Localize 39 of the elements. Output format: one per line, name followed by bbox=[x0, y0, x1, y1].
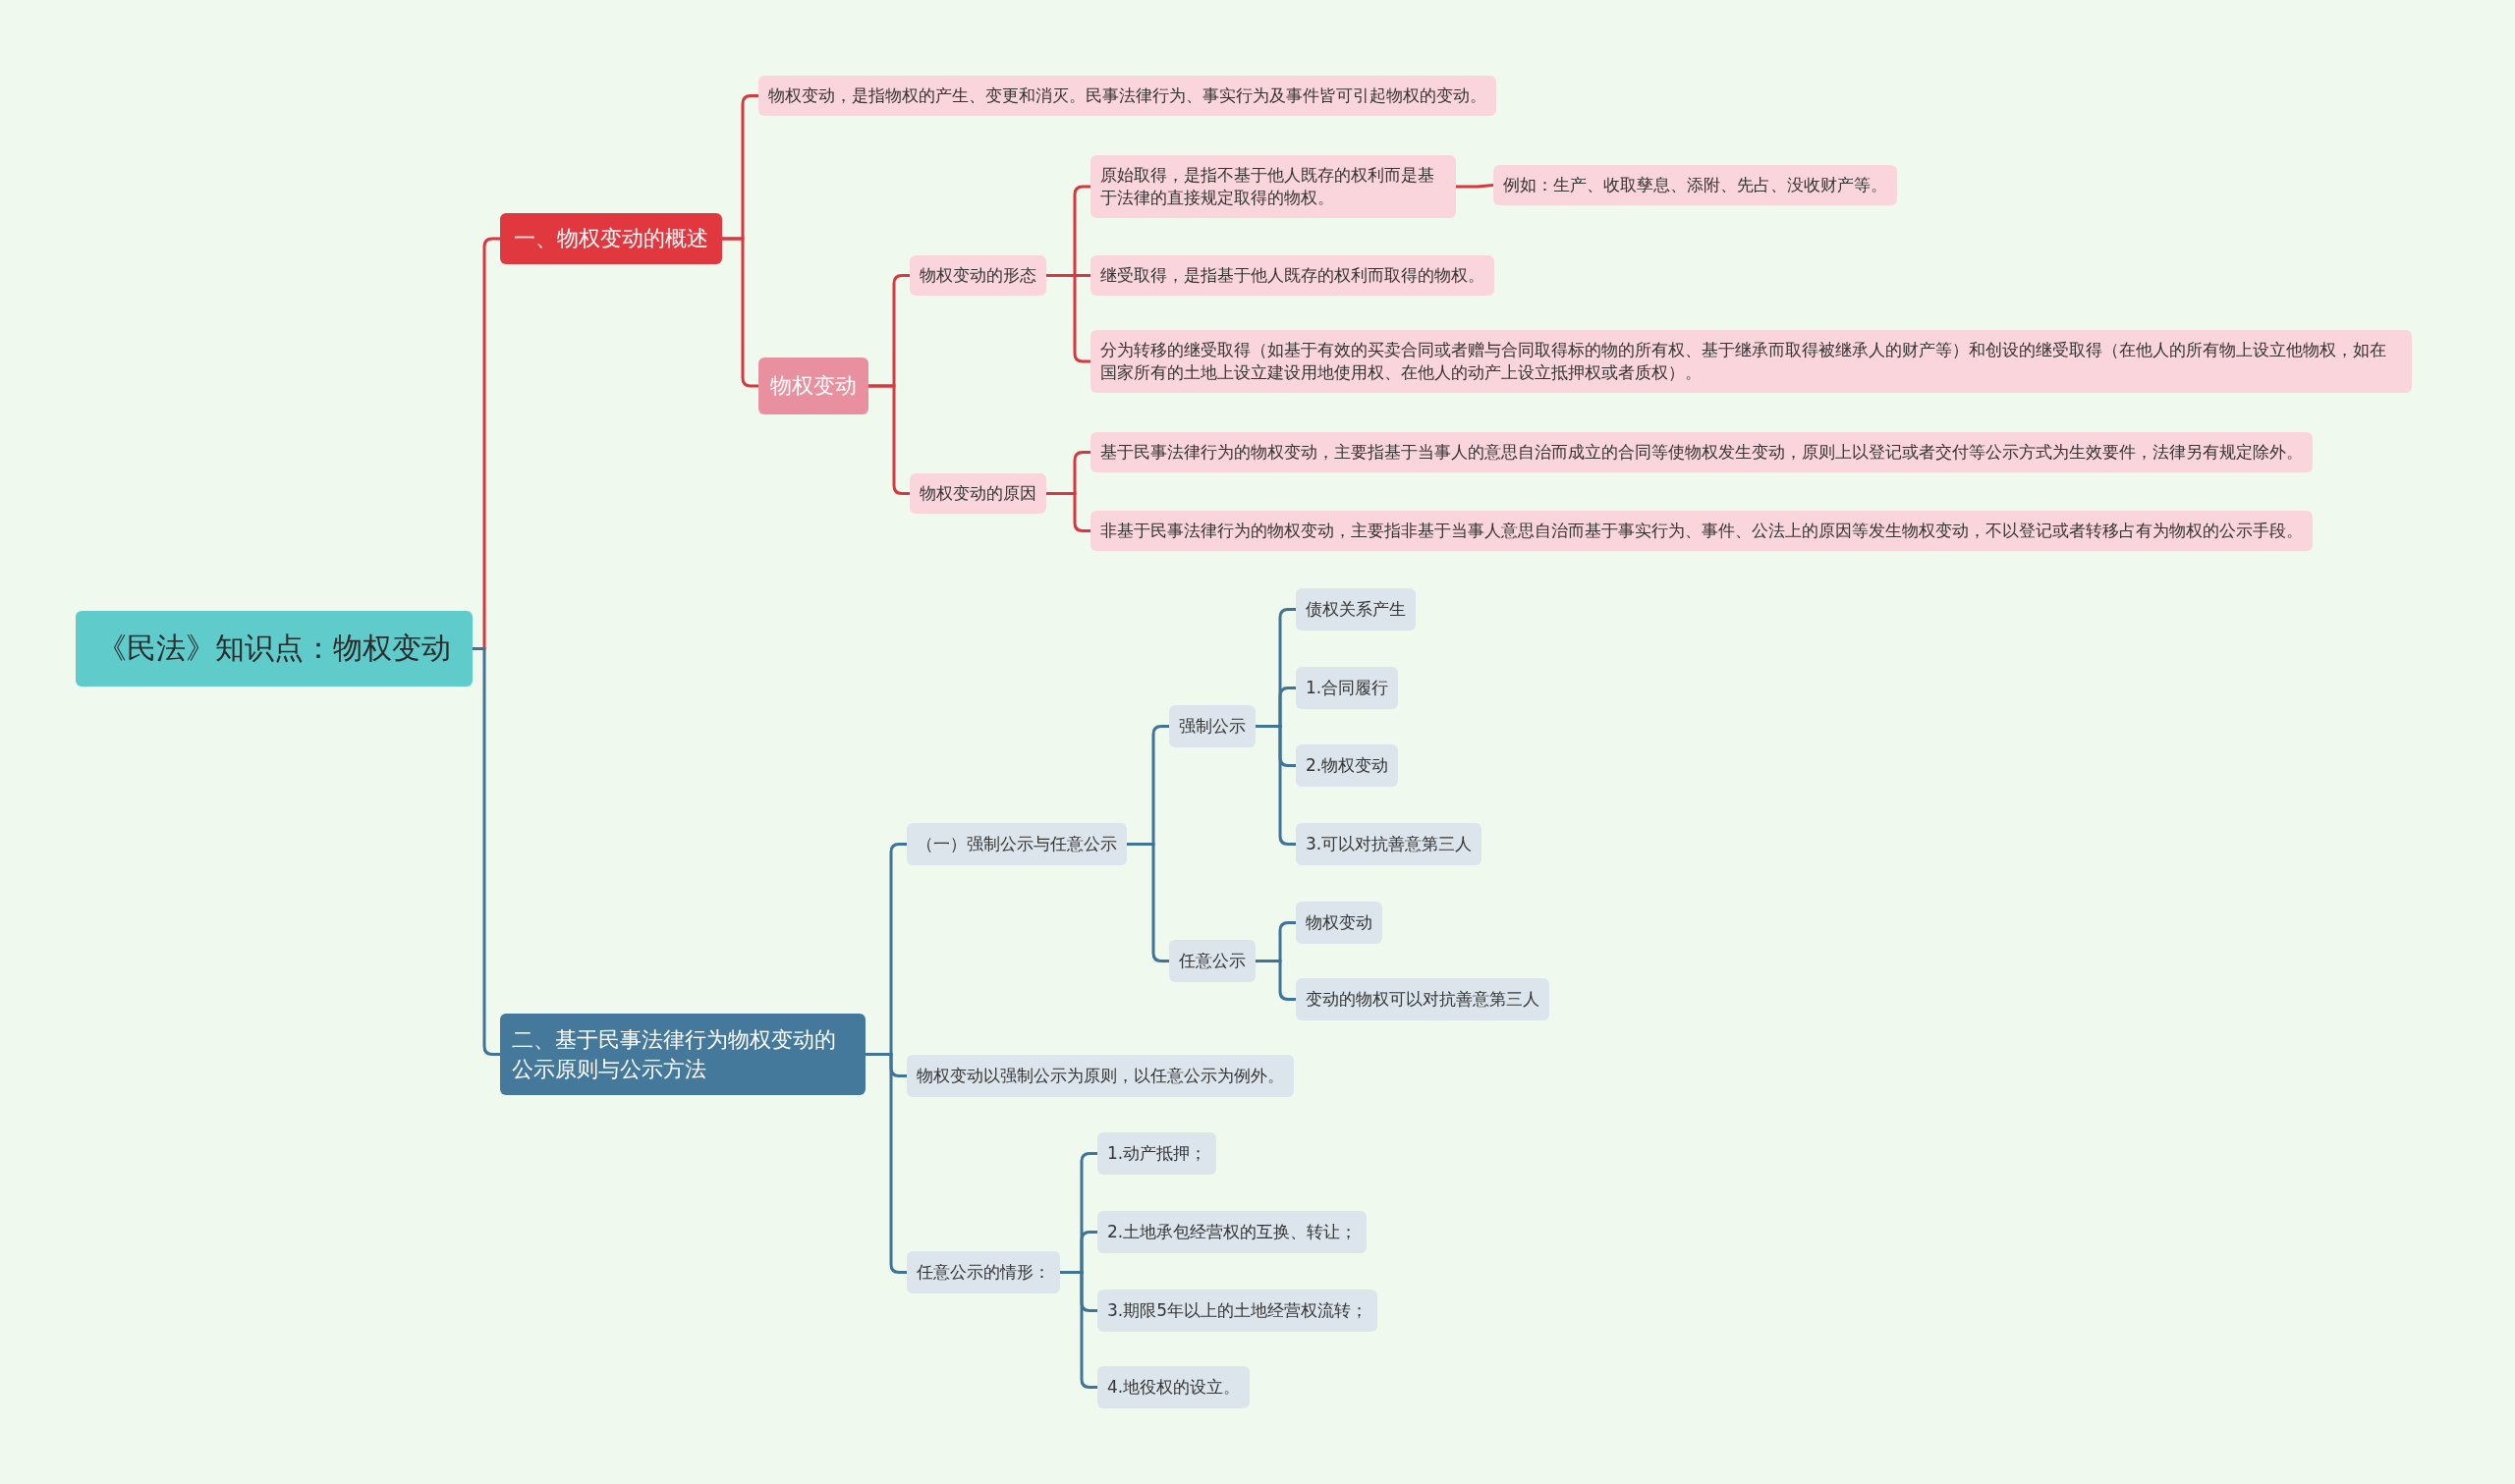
main-topic: 一、物权变动的概述 bbox=[500, 213, 722, 264]
subtopic-box: 原始取得，是指不基于他人既存的权利而是基于法律的直接规定取得的物权。 bbox=[1090, 155, 1456, 218]
connector-line bbox=[1060, 1271, 1097, 1389]
subtopic-box: 例如：生产、收取孳息、添附、先占、没收财产等。 bbox=[1493, 165, 1897, 205]
subtopic-box: 强制公示 bbox=[1169, 705, 1256, 747]
connector-line bbox=[868, 384, 910, 495]
subtopic-box: 非基于民事法律行为的物权变动，主要指非基于当事人意思自治而基于事实行为、事件、公法上的原因等发生物权变动，不以登记或者转移占有为物权的公示手段。 bbox=[1090, 511, 2313, 551]
subtopic-box: 物权变动 bbox=[758, 357, 868, 414]
connector-line bbox=[866, 1053, 907, 1274]
subtopic-box: 债权关系产生 bbox=[1296, 588, 1416, 631]
subtopic-box: 物权变动以强制公示为原则，以任意公示为例外。 bbox=[907, 1055, 1294, 1097]
subtopic-box: （一）强制公示与任意公示 bbox=[907, 823, 1127, 865]
subtopic-box: 1.动产抵押； bbox=[1097, 1132, 1217, 1175]
central-topic: 《民法》知识点：物权变动 bbox=[76, 611, 473, 687]
subtopic-box: 分为转移的继受取得（如基于有效的买卖合同或者赠与合同取得标的物的所有权、基于继承而取得被继承人的财产等）和创设的继受取得（在他人的所有物上设立他物权，如在国家所有的土地上设立建设用地使用权、在他人的动产上设立抵押权或者质权）。 bbox=[1090, 330, 2412, 393]
subtopic-box: 3.可以对抗善意第三人 bbox=[1296, 823, 1482, 865]
connector-line bbox=[1456, 184, 1494, 189]
subtopic-box: 变动的物权可以对抗善意第三人 bbox=[1296, 978, 1549, 1020]
subtopic-box: 4.地役权的设立。 bbox=[1097, 1366, 1251, 1408]
subtopic-box: 2.土地承包经营权的互换、转让； bbox=[1097, 1211, 1368, 1253]
connector-line bbox=[1046, 492, 1090, 532]
subtopic-box: 2.物权变动 bbox=[1296, 744, 1399, 787]
subtopic-box: 继受取得，是指基于他人既存的权利而取得的物权。 bbox=[1090, 255, 1494, 296]
subtopic-box: 1.合同履行 bbox=[1296, 667, 1399, 709]
connector-line bbox=[1046, 274, 1090, 363]
connector-line bbox=[1127, 843, 1169, 962]
subtopic-box: 任意公示的情形： bbox=[907, 1251, 1060, 1293]
connector-line bbox=[1256, 960, 1296, 1001]
subtopic-box: 3.期限5年以上的土地经营权流转； bbox=[1097, 1290, 1378, 1332]
connector-line bbox=[1256, 725, 1296, 846]
subtopic-box: 物权变动的原因 bbox=[910, 473, 1046, 514]
connector-line bbox=[722, 237, 758, 388]
connector-line bbox=[473, 647, 500, 1056]
subtopic-box: 物权变动的形态 bbox=[910, 255, 1046, 296]
subtopic-box: 基于民事法律行为的物权变动，主要指基于当事人的意思自治而成立的合同等使物权发生变动，原则上以登记或者交付等公示方式为生效要件，法律另有规定除外。 bbox=[1090, 432, 2313, 472]
subtopic-box: 任意公示 bbox=[1169, 940, 1256, 982]
main-topic: 二、基于民事法律行为物权变动的公示原则与公示方法 bbox=[500, 1014, 866, 1096]
subtopic-box: 物权变动 bbox=[1296, 902, 1382, 944]
subtopic-box: 物权变动，是指物权的产生、变更和消灭。民事法律行为、事实行为及事件皆可引起物权的变动。 bbox=[758, 76, 1496, 116]
